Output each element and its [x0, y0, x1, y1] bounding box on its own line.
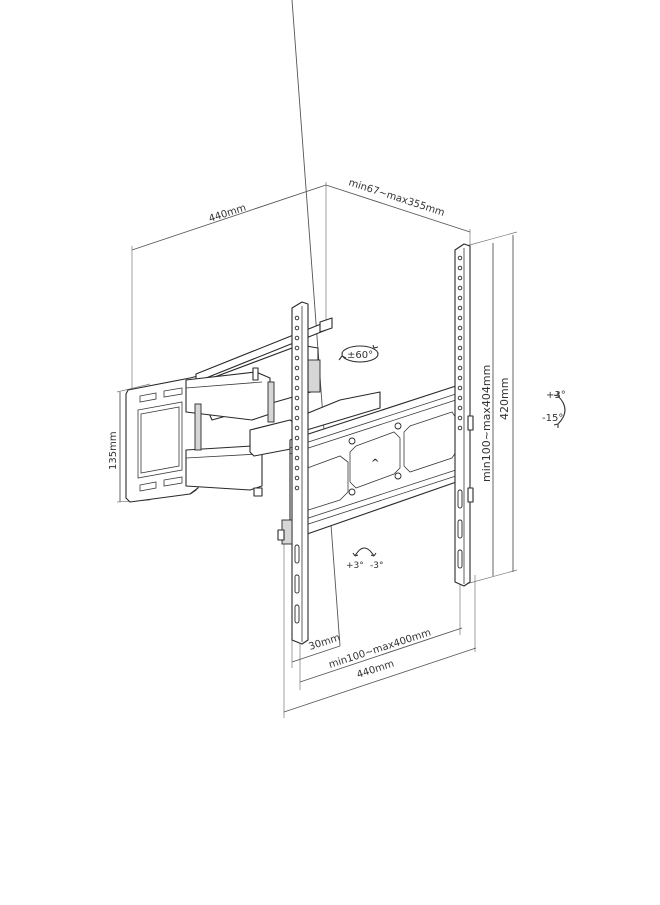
- level-minus-label: -3°: [370, 561, 383, 571]
- arm-width-label: 30mm: [308, 632, 342, 652]
- swivel-label: ±60°: [347, 350, 373, 361]
- tilt-up-label: +3°: [546, 390, 566, 401]
- right-dimension-lines: [465, 231, 518, 585]
- top-width-label: 440mm: [208, 202, 248, 224]
- right-vertical-rail: [454, 243, 474, 587]
- tilt-down-label: -15°: [542, 413, 563, 424]
- tv-plate: ^: [289, 383, 463, 541]
- rail-holes-left: [294, 315, 300, 624]
- tilt-indicator: +3° -15°: [542, 390, 566, 428]
- wall-plate-height-label: 135mm: [108, 431, 119, 470]
- swivel-indicator: ±60°: [338, 344, 379, 363]
- top-dimension-lines: [131, 182, 471, 392]
- vesa-vertical-label: min100~max404mm: [480, 365, 493, 482]
- left-vertical-rail: [277, 301, 309, 645]
- extension-label: min67~max355mm: [347, 177, 446, 218]
- level-plus-label: +3°: [346, 561, 364, 571]
- rail-holes-right: [457, 255, 463, 569]
- articulating-arms: [185, 317, 381, 497]
- center-arrow-mark: ^: [371, 458, 379, 469]
- bottom-dimension-lines: [283, 0, 477, 718]
- level-indicator: +3° -3°: [346, 547, 383, 571]
- rail-height-label: 420mm: [498, 378, 511, 420]
